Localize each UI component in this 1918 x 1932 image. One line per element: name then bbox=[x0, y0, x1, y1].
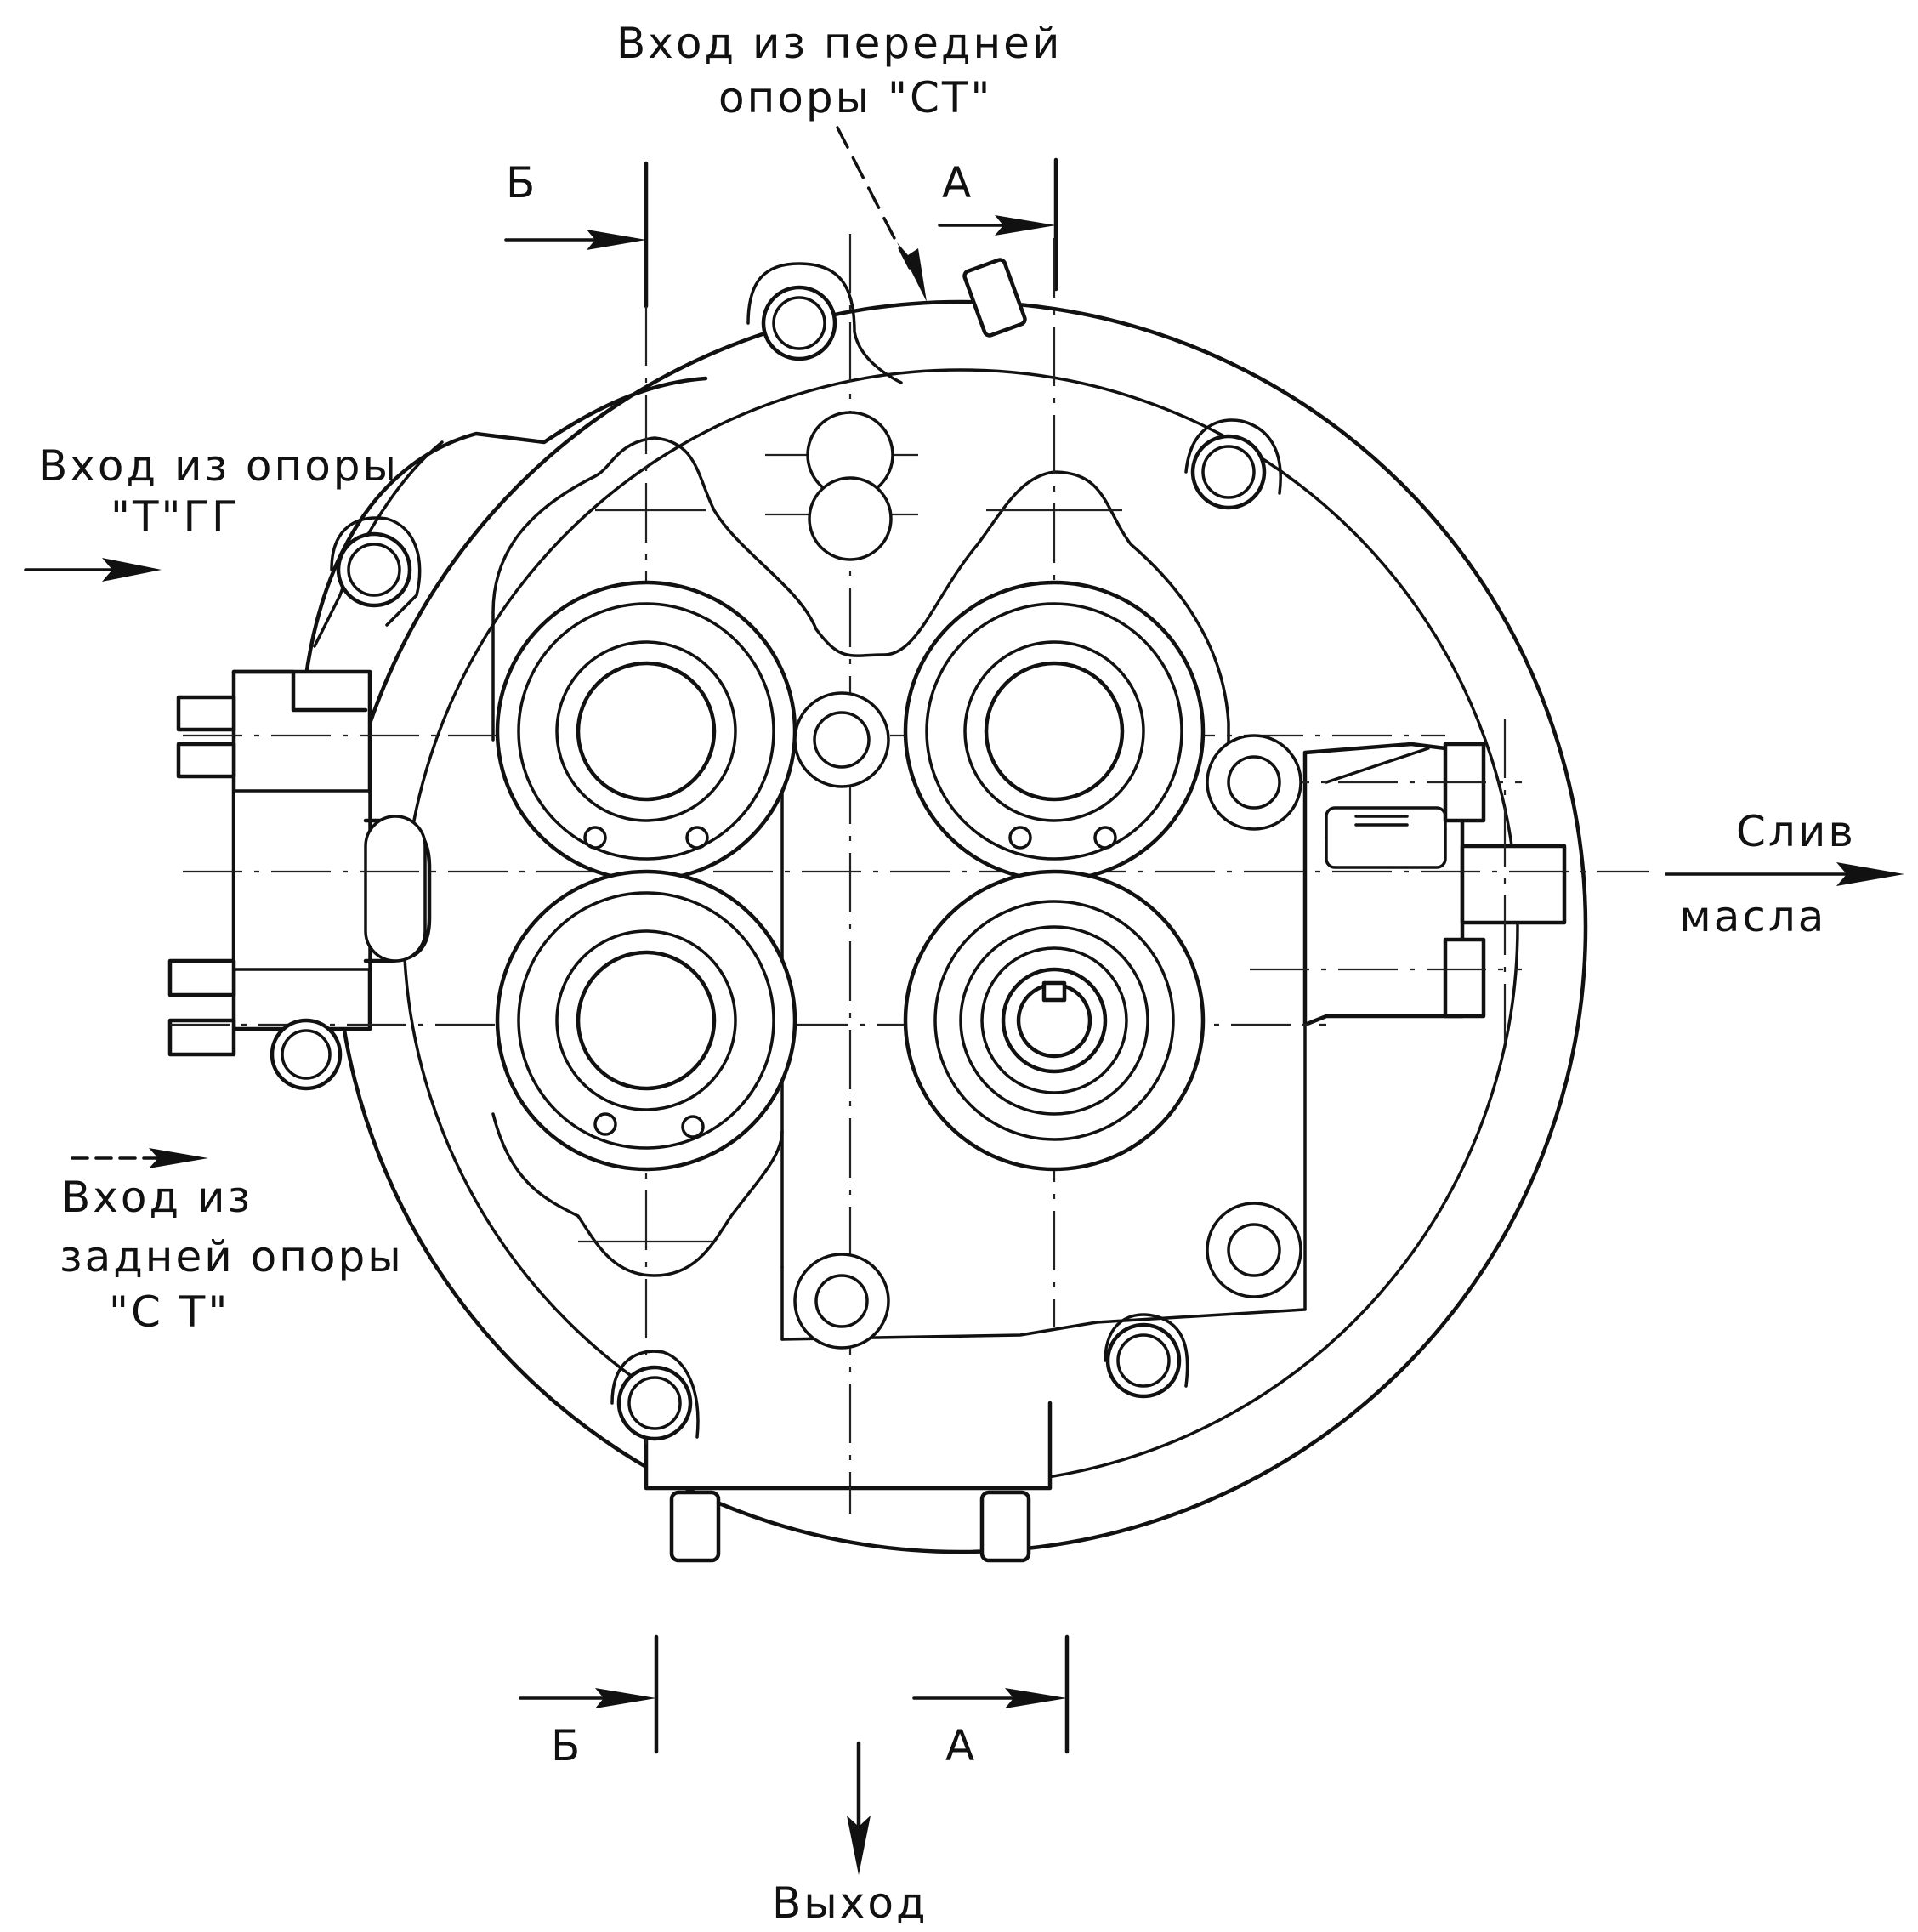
label-inlet-rear: Вход из задней опоры "С Т" bbox=[60, 1173, 404, 1337]
pump-housing bbox=[167, 258, 1588, 1563]
label-section-b-top: Б bbox=[506, 158, 537, 207]
label-inlet-front-line2: опоры "СТ" bbox=[718, 73, 992, 122]
label-drain: Слив масла bbox=[1679, 807, 1856, 941]
label-inlet-tgg-line1: Вход из опоры bbox=[38, 441, 399, 491]
flange-bolts bbox=[270, 285, 1267, 1441]
label-inlet-front-line1: Вход из передней bbox=[616, 19, 1062, 68]
screws bbox=[583, 826, 1117, 1139]
flange-lugs bbox=[330, 262, 1282, 1439]
bore-lower-left bbox=[495, 869, 797, 1172]
label-inlet-rear-line1: Вход из bbox=[61, 1173, 253, 1222]
bore-upper-left bbox=[495, 580, 797, 883]
bore-lower-right-drive bbox=[903, 869, 1206, 1172]
label-outlet: Выход bbox=[772, 1878, 928, 1928]
mounting-holes bbox=[793, 691, 1302, 1350]
bore-upper-right bbox=[903, 580, 1206, 883]
label-section-a-top: А bbox=[942, 158, 973, 207]
label-drain-line1: Слив bbox=[1736, 807, 1856, 856]
label-inlet-rear-line3: "С Т" bbox=[109, 1287, 230, 1337]
label-inlet-tgg: Вход из опоры "Т"ГГ bbox=[38, 441, 399, 542]
label-inlet-tgg-line2: "Т"ГГ bbox=[111, 492, 241, 542]
section-marks bbox=[504, 157, 1070, 1754]
flow-arrows bbox=[24, 126, 1904, 1875]
label-drain-line2: масла bbox=[1679, 892, 1826, 941]
top-oval-holes bbox=[806, 411, 894, 561]
label-section-b-bottom: Б bbox=[551, 1721, 582, 1770]
label-inlet-front: Вход из передней опоры "СТ" bbox=[616, 19, 1062, 122]
label-inlet-rear-line2: задней опоры bbox=[60, 1232, 404, 1281]
label-section-a-bottom: А bbox=[945, 1721, 977, 1770]
